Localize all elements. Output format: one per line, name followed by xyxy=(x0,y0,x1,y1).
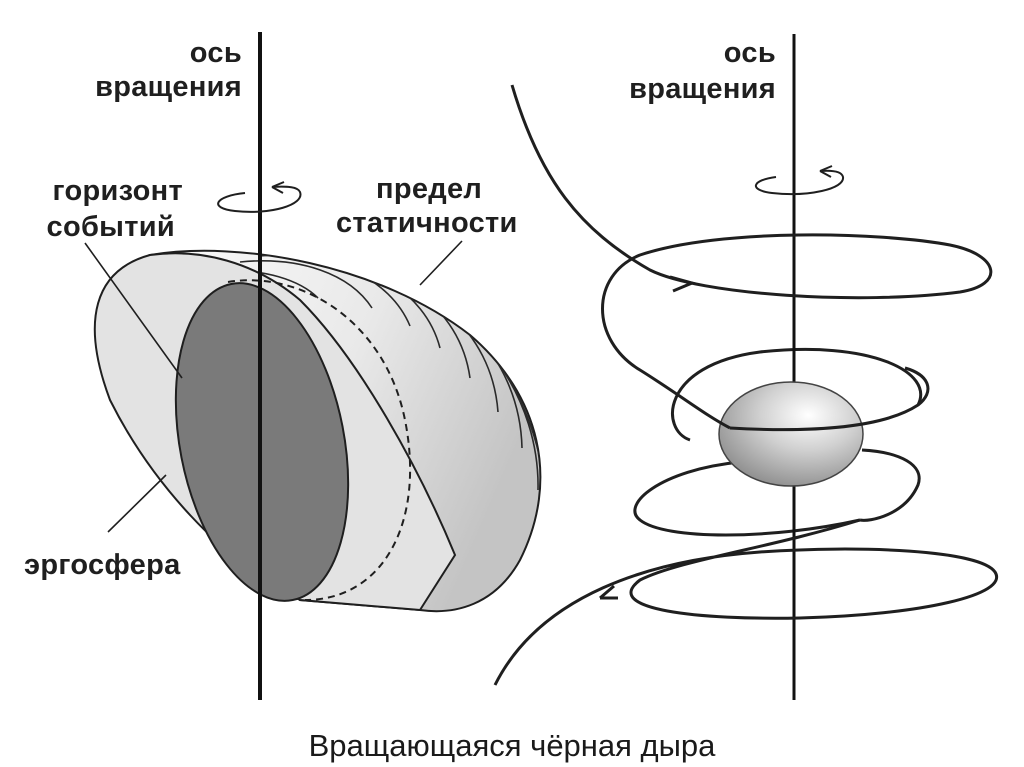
right-rotation-arrowhead-icon xyxy=(819,165,833,178)
spiral-arrow-top-icon xyxy=(669,275,697,293)
left-rotation-arrowhead-icon xyxy=(271,181,285,194)
left-diagram: ось вращения горизонт событий предел ста… xyxy=(24,32,542,700)
limit-label-line1: предел xyxy=(376,173,482,205)
spiral-arrow-bottom-icon xyxy=(599,584,618,600)
left-rotation-arrow-icon xyxy=(217,185,302,213)
black-hole-body xyxy=(718,381,864,487)
figure-caption: Вращающаяся чёрная дыра xyxy=(309,728,717,763)
horizon-label-line2: событий xyxy=(47,211,175,243)
limit-label-line2: статичности xyxy=(336,207,518,239)
horizon-label-line1: горизонт xyxy=(53,175,183,207)
right-diagram: ось вращения xyxy=(493,34,999,700)
ergosphere-label: эргосфера xyxy=(24,549,181,581)
right-axis-label-line2: вращения xyxy=(629,73,776,105)
left-axis-label-line1: ось xyxy=(190,37,242,69)
infall-spiral-front xyxy=(493,84,999,686)
horizon-leader-line xyxy=(84,242,183,379)
left-axis-label-line2: вращения xyxy=(95,71,242,103)
ergosphere-leader-line xyxy=(107,474,167,533)
right-axis-label-line1: ось xyxy=(724,37,776,69)
limit-leader-line xyxy=(419,240,463,286)
infall-spiral-back xyxy=(633,347,923,537)
right-rotation-arrow-icon xyxy=(755,169,844,196)
